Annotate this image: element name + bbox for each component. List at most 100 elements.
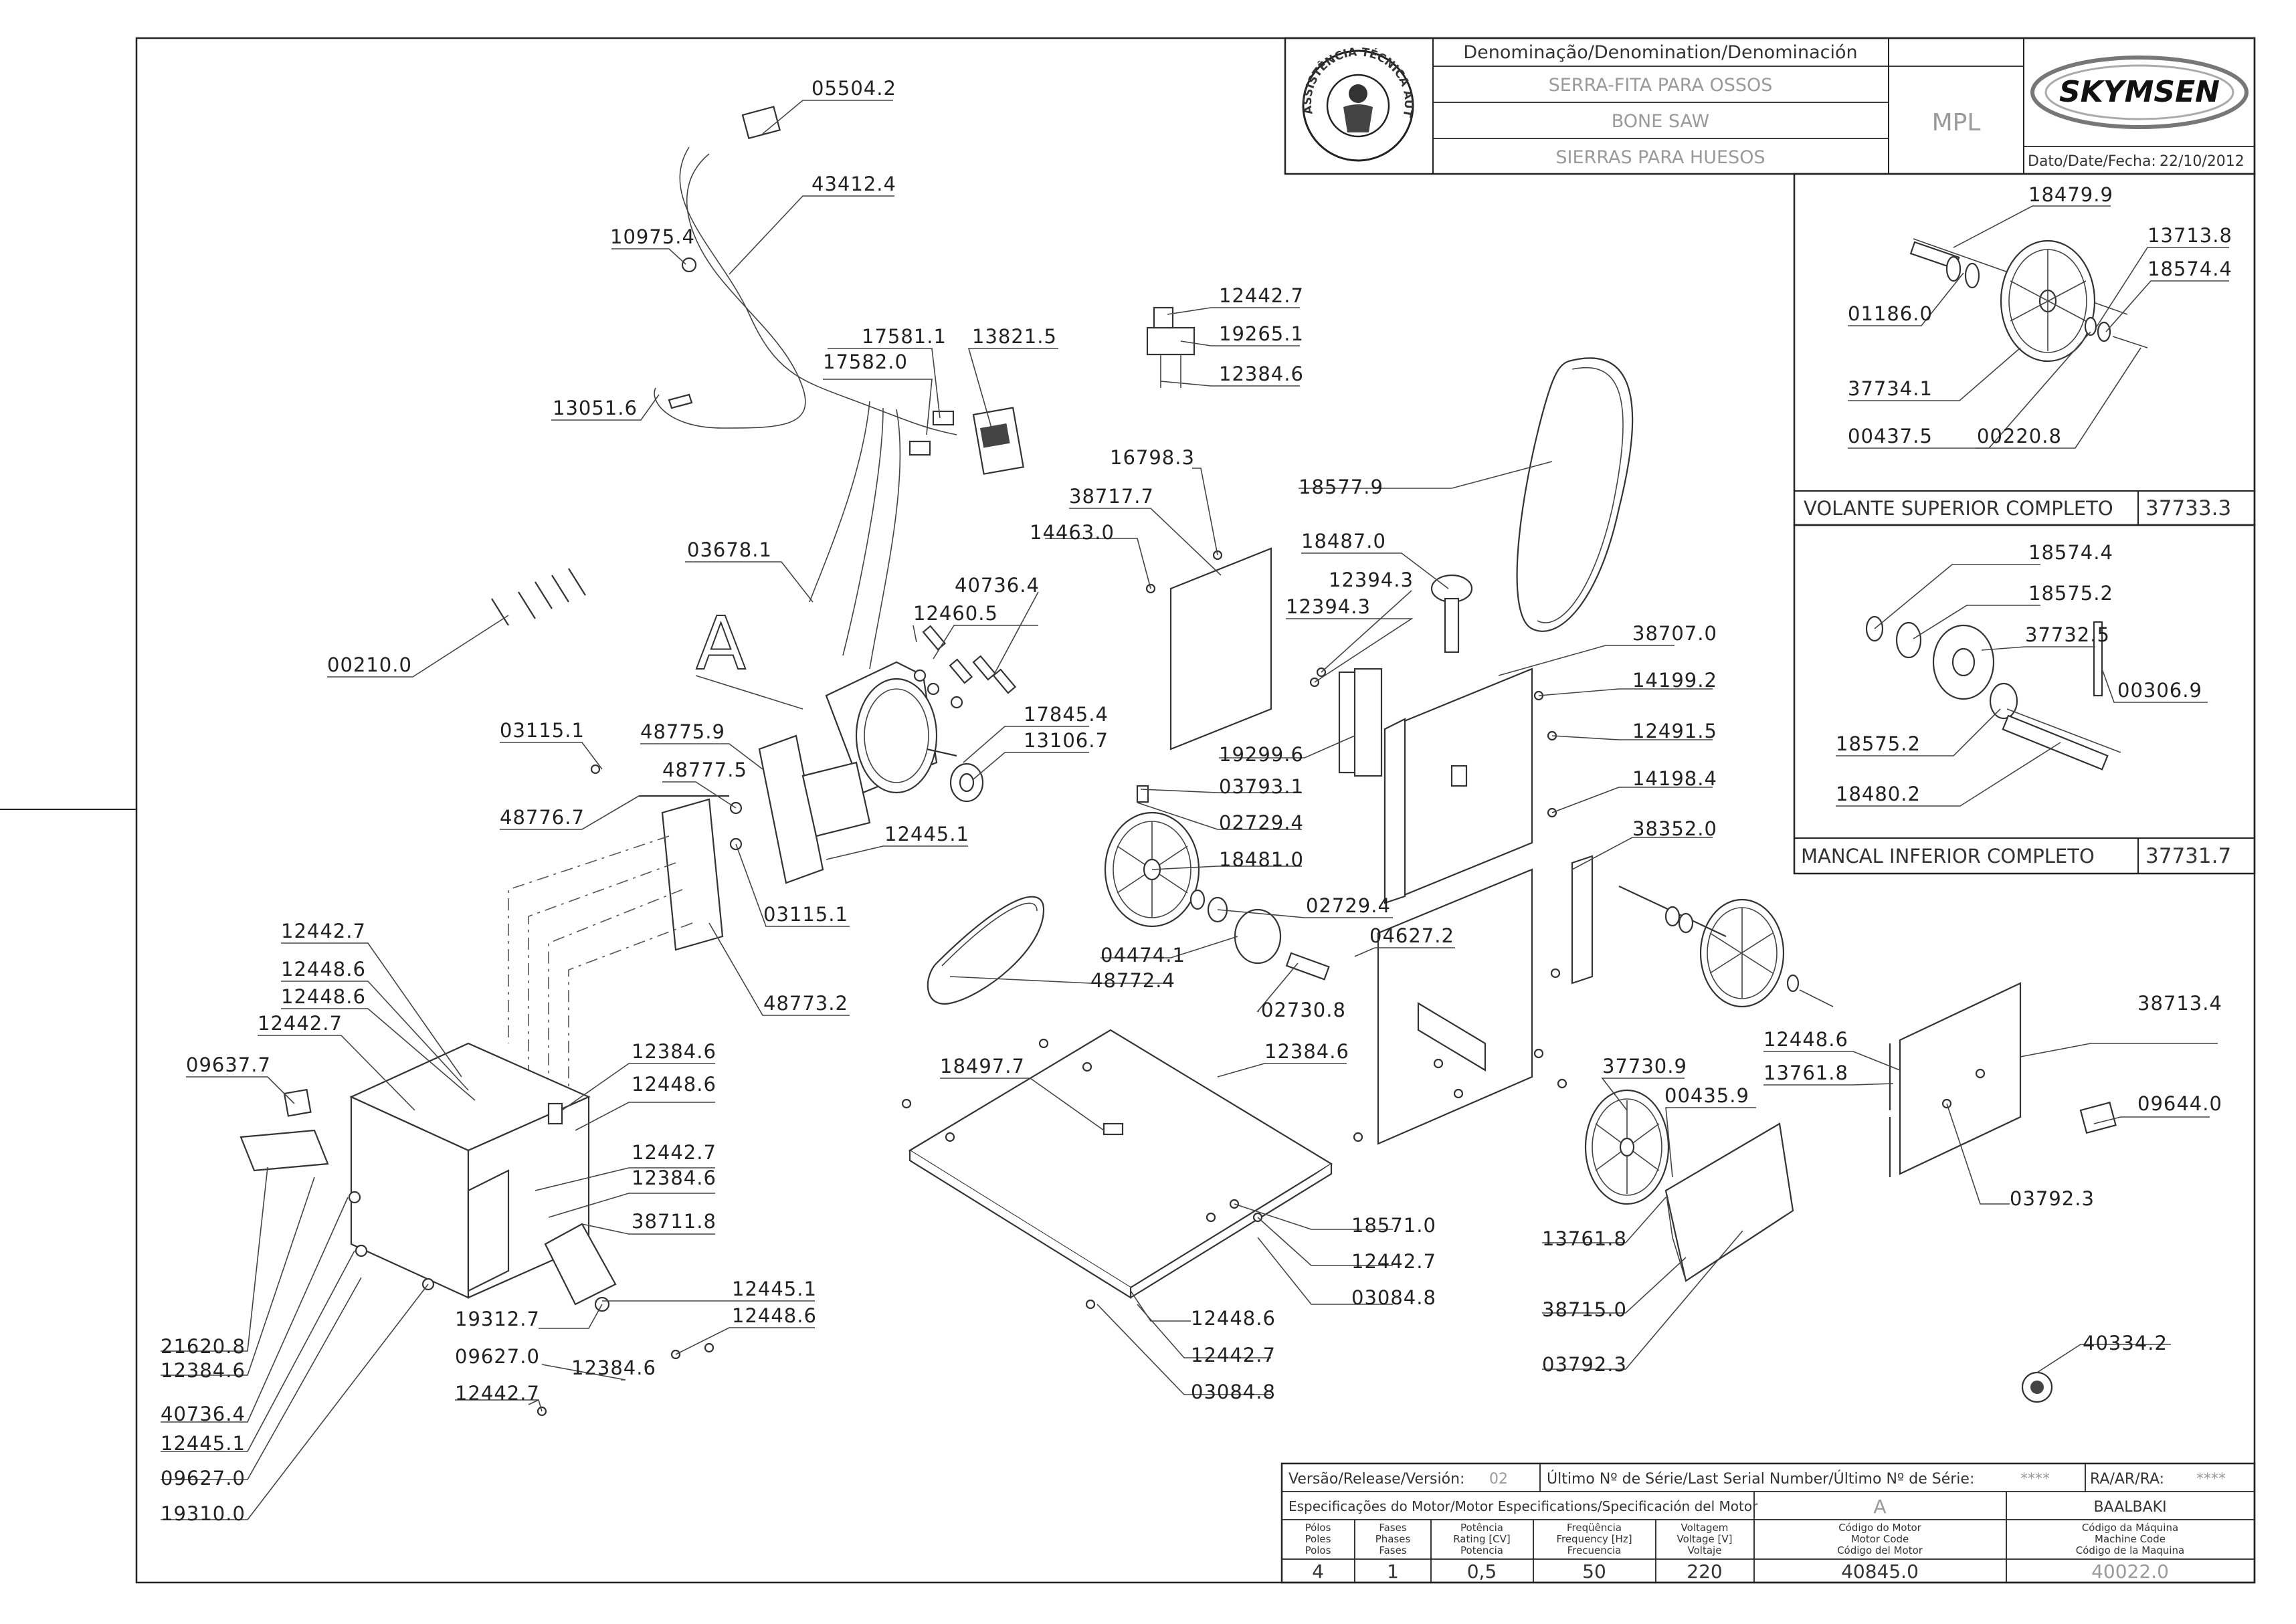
- motor-ref: A: [1873, 1496, 1886, 1518]
- part-label: 14463.0: [1030, 521, 1115, 544]
- part-label: 02730.8: [1261, 999, 1346, 1021]
- part-label: 03678.1: [687, 538, 772, 561]
- leader-lines: [161, 100, 2218, 1520]
- part-label: 05504.2: [811, 77, 896, 100]
- poles-header: Polos: [1305, 1544, 1331, 1556]
- part-label: 12384.6: [571, 1356, 656, 1379]
- part-label: 37732.5: [2025, 623, 2110, 646]
- part-label: 18574.4: [2147, 258, 2232, 280]
- power-header: Potência: [1460, 1522, 1503, 1534]
- detail-lower-code: 37731.7: [2145, 844, 2231, 868]
- part-label: 12448.6: [1191, 1307, 1276, 1330]
- part-label: 37734.1: [1848, 377, 1933, 400]
- part-label: 18571.0: [1351, 1214, 1436, 1237]
- authorized-service-seal: ASSISTÊNCIA TÉCNICA AUTORIZADA: [0, 0, 1415, 162]
- part-label: 03084.8: [1351, 1286, 1436, 1309]
- part-label: 12448.6: [281, 958, 366, 981]
- part-label: 13821.5: [972, 325, 1057, 348]
- part-label: 18479.9: [2028, 183, 2113, 206]
- part-label: 12445.1: [732, 1278, 817, 1300]
- part-label: 18577.9: [1299, 476, 1383, 498]
- part-label: 12394.3: [1329, 569, 1414, 591]
- part-label: 12384.6: [161, 1359, 246, 1382]
- part-label: 18481.0: [1219, 848, 1304, 871]
- part-label: 40736.4: [955, 574, 1040, 597]
- serial-value: ****: [2020, 1471, 2050, 1488]
- part-label: 48775.9: [640, 720, 725, 743]
- part-label: 09627.0: [161, 1467, 246, 1490]
- part-label: 17582.0: [823, 350, 908, 373]
- part-label: 48773.2: [763, 992, 848, 1015]
- part-label: 02729.4: [1219, 811, 1304, 834]
- serial-label: Último Nº de Série/Last Serial Number/Úl…: [1547, 1470, 1974, 1488]
- part-label: 38707.0: [1632, 622, 1717, 645]
- detail-upper-code: 37733.3: [2145, 496, 2231, 520]
- title-block: ASSISTÊNCIA TÉCNICA AUTORIZADA Denominaç…: [0, 0, 2256, 175]
- machine-code-header: Machine Code: [2095, 1533, 2166, 1545]
- voltage-header: Voltage [V]: [1677, 1533, 1733, 1545]
- part-label: 19265.1: [1219, 322, 1304, 345]
- motor-spec-block: Versão/Release/Versión: 02 Último Nº de …: [1280, 1462, 2256, 1584]
- version-label: Versão/Release/Versión:: [1288, 1471, 1464, 1488]
- date-value: 22/10/2012: [2160, 153, 2244, 170]
- part-label: 12448.6: [1763, 1028, 1848, 1051]
- detail-lower-title: MANCAL INFERIOR COMPLETO: [1801, 845, 2095, 868]
- part-label: 00437.5: [1848, 425, 1933, 447]
- part-label: 18575.2: [1836, 732, 1921, 755]
- part-label: 12384.6: [1264, 1040, 1349, 1063]
- frequency-header: Frequency [Hz]: [1556, 1533, 1632, 1545]
- part-label: 18575.2: [2028, 582, 2113, 605]
- poles-header: Poles: [1305, 1533, 1331, 1545]
- part-label: 12384.6: [1219, 363, 1304, 385]
- part-label: 12442.7: [1219, 284, 1304, 307]
- client-name: BAALBAKI: [2093, 1499, 2166, 1516]
- part-label: 18574.4: [2028, 541, 2113, 564]
- part-label: 38711.8: [632, 1210, 716, 1233]
- part-label: 38713.4: [2137, 992, 2222, 1015]
- part-label: 03793.1: [1219, 775, 1304, 798]
- part-label: 03084.8: [1191, 1381, 1276, 1403]
- machine-code-header: Código da Máquina: [2082, 1522, 2178, 1534]
- part-label: 19310.0: [161, 1502, 246, 1525]
- part-label: 03115.1: [500, 719, 585, 742]
- part-label: 48776.7: [500, 806, 585, 829]
- detail-lower-leaders: [1836, 564, 2208, 807]
- model-code: MPL: [1932, 109, 1981, 136]
- part-label: 14198.4: [1632, 767, 1717, 790]
- version-value: 02: [1489, 1471, 1508, 1488]
- part-label: 38715.0: [1542, 1298, 1627, 1321]
- part-label: 12445.1: [884, 823, 969, 845]
- part-label: 03115.1: [763, 903, 848, 926]
- part-label: 12384.6: [632, 1040, 716, 1063]
- poles-header: Pólos: [1305, 1522, 1331, 1534]
- part-label: 12491.5: [1632, 720, 1717, 742]
- part-label: 21620.8: [161, 1335, 246, 1358]
- part-labels: 05504.2 43412.4 10975.4 13051.6 17581.1 …: [161, 77, 2222, 1525]
- motor: [825, 661, 984, 803]
- motor-code-header: Motor Code: [1851, 1533, 1909, 1545]
- part-label: 03792.3: [2010, 1187, 2095, 1210]
- part-label: 12442.7: [632, 1141, 716, 1164]
- part-label: 13051.6: [553, 397, 638, 419]
- motor-code-header: Código do Motor: [1838, 1522, 1921, 1534]
- part-label: 17845.4: [1024, 703, 1109, 726]
- part-label: 18480.2: [1836, 783, 1921, 805]
- part-label: 18487.0: [1301, 530, 1386, 552]
- part-label: 03792.3: [1542, 1353, 1627, 1376]
- part-label: 00306.9: [2117, 679, 2202, 702]
- part-label: 09644.0: [2137, 1092, 2222, 1115]
- phases-header: Phases: [1375, 1533, 1411, 1545]
- part-label: 12448.6: [281, 985, 366, 1008]
- svg-text:ASSISTÊNCIA TÉCNICA AUTORIZADA: ASSISTÊNCIA TÉCNICA AUTORIZADA: [0, 0, 1415, 118]
- part-label: 12442.7: [455, 1382, 540, 1405]
- part-label: 09637.7: [186, 1053, 271, 1076]
- denomination-header: Denominação/Denomination/Denominación: [1463, 42, 1857, 63]
- detail-lower-bearing: MANCAL INFERIOR COMPLETO 37731.7 18574.4…: [1793, 524, 2256, 875]
- part-label: 13106.7: [1024, 729, 1109, 752]
- voltage-header: Voltagem: [1681, 1522, 1729, 1534]
- part-label: 14199.2: [1632, 669, 1717, 692]
- part-label: 12460.5: [913, 602, 998, 625]
- part-label: 12442.7: [1351, 1250, 1436, 1273]
- part-label: 02729.4: [1306, 894, 1391, 917]
